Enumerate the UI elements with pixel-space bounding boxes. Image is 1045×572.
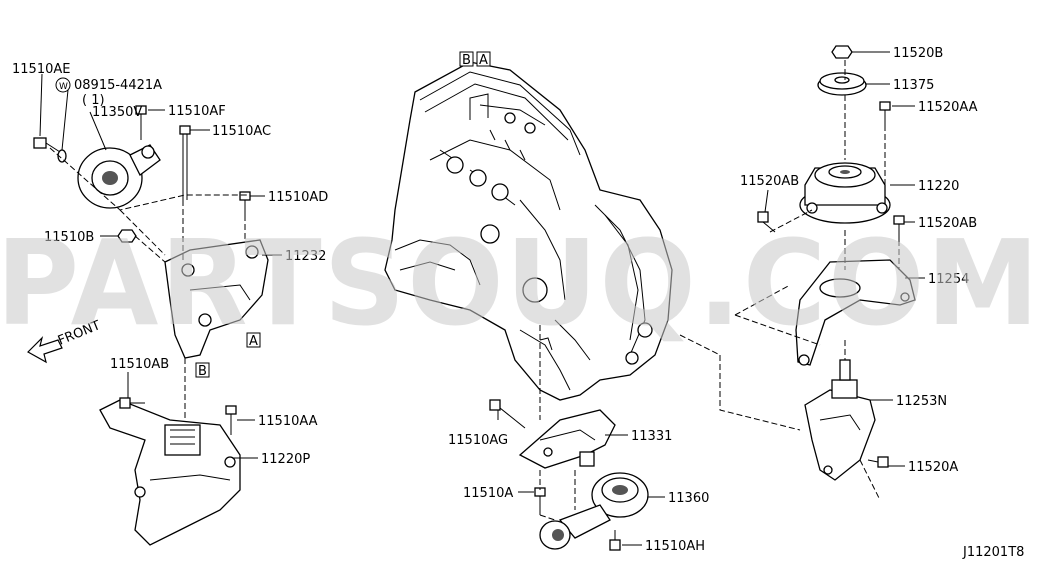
bolt-11510aa: [225, 405, 237, 435]
bolt-11510ab-left: [119, 397, 145, 409]
part-11220-engine-mount: [799, 162, 891, 224]
callout-11360: 11360: [668, 491, 709, 506]
bolt-11520a: [867, 456, 889, 468]
part-11253n-mount-bracket: [804, 359, 876, 481]
part-11350v-torque-rod: [77, 144, 161, 209]
callout-11510ab: 11510AB: [110, 357, 169, 372]
callout-11253n: 11253N: [896, 394, 947, 409]
callout-11510a: 11510A: [463, 486, 513, 501]
callout-11220p: 11220P: [261, 452, 310, 467]
callout-11331: 11331: [631, 429, 672, 444]
callout-11510af: 11510AF: [168, 104, 226, 119]
callout-11254: 11254: [928, 272, 969, 287]
callout-11510ad: 11510AD: [268, 190, 328, 205]
part-11254-bracket: [795, 259, 916, 366]
part-11360-rear-mount: [539, 472, 649, 550]
nut-11520b: [831, 45, 853, 59]
svg-text:A: A: [479, 53, 488, 68]
bolt-11510ag: [489, 399, 526, 429]
svg-text:B: B: [462, 53, 471, 68]
assembly-guide-lines: [49, 60, 900, 521]
callout-08915: 08915-4421A: [74, 78, 162, 93]
section-marker-a-left: A: [246, 332, 261, 349]
part-11232-bracket: [164, 239, 269, 359]
callout-labels: 11510AE W 08915-4421A ( 1) 11350V 11510A…: [12, 46, 1024, 560]
callout-11520a: 11520A: [908, 460, 958, 475]
callout-11220: 11220: [918, 179, 959, 194]
bolt-11510ae: [33, 137, 61, 153]
part-11331-bracket: [518, 409, 616, 469]
callout-11510ah: 11510AH: [645, 539, 705, 554]
callout-11350v: 11350V: [92, 105, 142, 120]
part-11220p-engine-mount: [99, 399, 241, 546]
callout-11232: 11232: [285, 249, 326, 264]
diagram-code: J11201T8: [962, 545, 1024, 560]
callout-11510b: 11510B: [44, 230, 94, 245]
callout-11520ab-2: 11520AB: [918, 216, 977, 231]
callout-11510aa: 11510AA: [258, 414, 318, 429]
part-11375-insulator: [817, 72, 867, 96]
callout-11520ab-1: 11520AB: [740, 174, 799, 189]
callout-11510ag: 11510AG: [448, 433, 508, 448]
section-marker-a-top: A: [476, 51, 491, 68]
callout-11520b: 11520B: [893, 46, 943, 61]
bolt-11510ac: [179, 125, 191, 200]
leader-lines: [39, 51, 925, 546]
svg-text:A: A: [249, 334, 258, 349]
section-marker-b-top: B: [459, 51, 474, 68]
bolt-11520aa: [879, 101, 891, 125]
callout-11375: 11375: [893, 78, 934, 93]
washer-symbol: W: [59, 82, 68, 92]
engine-transmission-illustration: [384, 61, 673, 401]
svg-text:B: B: [198, 364, 207, 379]
callout-11510ac: 11510AC: [212, 124, 271, 139]
bolt-11510a-center: [534, 487, 546, 515]
watermark-text: PARTSOUQ.COM: [0, 214, 1041, 352]
callout-11520aa: 11520AA: [918, 100, 978, 115]
section-marker-b-left: B: [195, 362, 210, 379]
bolt-11510ah: [609, 530, 621, 551]
bolt-11520ab-right: [893, 215, 905, 240]
bolt-11510af: [135, 105, 147, 140]
callout-08915-qty: ( 1): [82, 93, 105, 108]
callout-11510ae: 11510AE: [12, 62, 70, 77]
